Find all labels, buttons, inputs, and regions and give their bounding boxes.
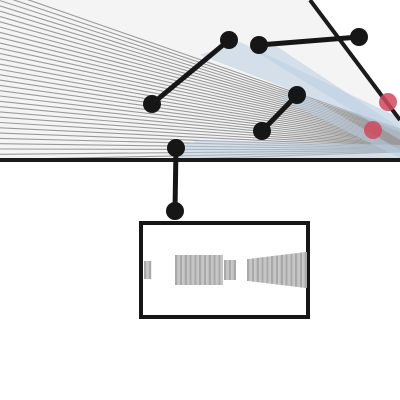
bar: [215, 255, 219, 285]
bar: [292, 253, 295, 287]
bar: [280, 254, 283, 286]
fan-ray: [0, 31, 400, 151]
beam-band: [280, 92, 400, 158]
bar: [218, 255, 221, 285]
red-markers: [364, 93, 397, 139]
bar: [189, 255, 192, 285]
bar: [196, 255, 199, 285]
connector-line: [258, 34, 360, 48]
circle-node-icon[interactable]: [250, 36, 268, 54]
bar: [224, 260, 227, 280]
bar: [263, 256, 267, 284]
bar: [201, 255, 204, 285]
circle-node-icon[interactable]: [166, 202, 184, 220]
bar: [228, 260, 232, 280]
bar: [177, 255, 180, 285]
bar: [184, 255, 187, 285]
bar: [187, 255, 190, 285]
bar: [287, 254, 291, 286]
fan-ray: [0, 84, 400, 151]
ray-fan: [0, 0, 400, 162]
circle-node-icon[interactable]: [167, 139, 185, 157]
beam-band: [250, 42, 400, 140]
bar: [213, 255, 216, 285]
circle-node-icon[interactable]: [288, 86, 306, 104]
circle-node-icon[interactable]: [143, 95, 161, 113]
bar: [283, 254, 286, 286]
bar: [247, 259, 250, 281]
bar: [226, 260, 229, 280]
bar: [254, 258, 257, 282]
fan-ray: [0, 53, 400, 151]
bar: [233, 260, 236, 280]
fan-ray: [0, 47, 400, 151]
bar: [259, 257, 262, 283]
bar: [211, 255, 214, 285]
bar: [191, 255, 195, 285]
fan-ray: [0, 79, 400, 151]
bar: [295, 253, 298, 287]
bar: [179, 255, 183, 285]
bar: [182, 255, 185, 285]
bar: [206, 255, 209, 285]
bar: [285, 254, 288, 286]
bar: [268, 256, 271, 284]
bar: [266, 256, 269, 284]
beam-band: [175, 140, 400, 160]
fan-ray: [0, 74, 400, 151]
fan-ray: [0, 42, 400, 151]
bar: [261, 257, 264, 283]
red-dot-icon: [379, 93, 397, 111]
bar-cluster: [144, 252, 307, 288]
fan-ray: [0, 68, 400, 151]
circle-node-icon[interactable]: [253, 122, 271, 140]
bar: [220, 255, 223, 285]
handle-group-left[interactable]: [143, 31, 238, 113]
bar: [275, 255, 279, 285]
bar: [194, 255, 197, 285]
bar: [148, 261, 152, 279]
bar: [146, 261, 149, 279]
red-dot-icon: [364, 121, 382, 139]
bar: [290, 253, 293, 287]
bar: [249, 258, 252, 282]
bar: [271, 256, 274, 284]
bar: [256, 257, 259, 283]
fan-ray: [0, 90, 400, 151]
inset-panel: [139, 221, 310, 319]
bar: [144, 261, 147, 279]
bar: [203, 255, 207, 285]
bar: [299, 252, 303, 288]
bar: [251, 258, 255, 282]
bar: [278, 255, 281, 285]
bar: [304, 252, 307, 288]
handle-group-vertical[interactable]: [166, 139, 185, 220]
bar: [297, 252, 300, 288]
fan-ray: [0, 37, 400, 151]
fan-ray: [0, 63, 400, 151]
fan-ray: [0, 58, 400, 151]
handle-group-top-right[interactable]: [250, 28, 368, 54]
handle-group-middle[interactable]: [253, 86, 306, 140]
circle-node-icon[interactable]: [350, 28, 368, 46]
bar: [175, 255, 178, 285]
bar: [208, 255, 211, 285]
bar: [231, 260, 234, 280]
connector-line: [150, 38, 231, 106]
circle-node-icon[interactable]: [220, 31, 238, 49]
connector-line: [172, 147, 179, 211]
bar: [273, 255, 276, 285]
bar: [199, 255, 202, 285]
bar: [302, 252, 305, 288]
